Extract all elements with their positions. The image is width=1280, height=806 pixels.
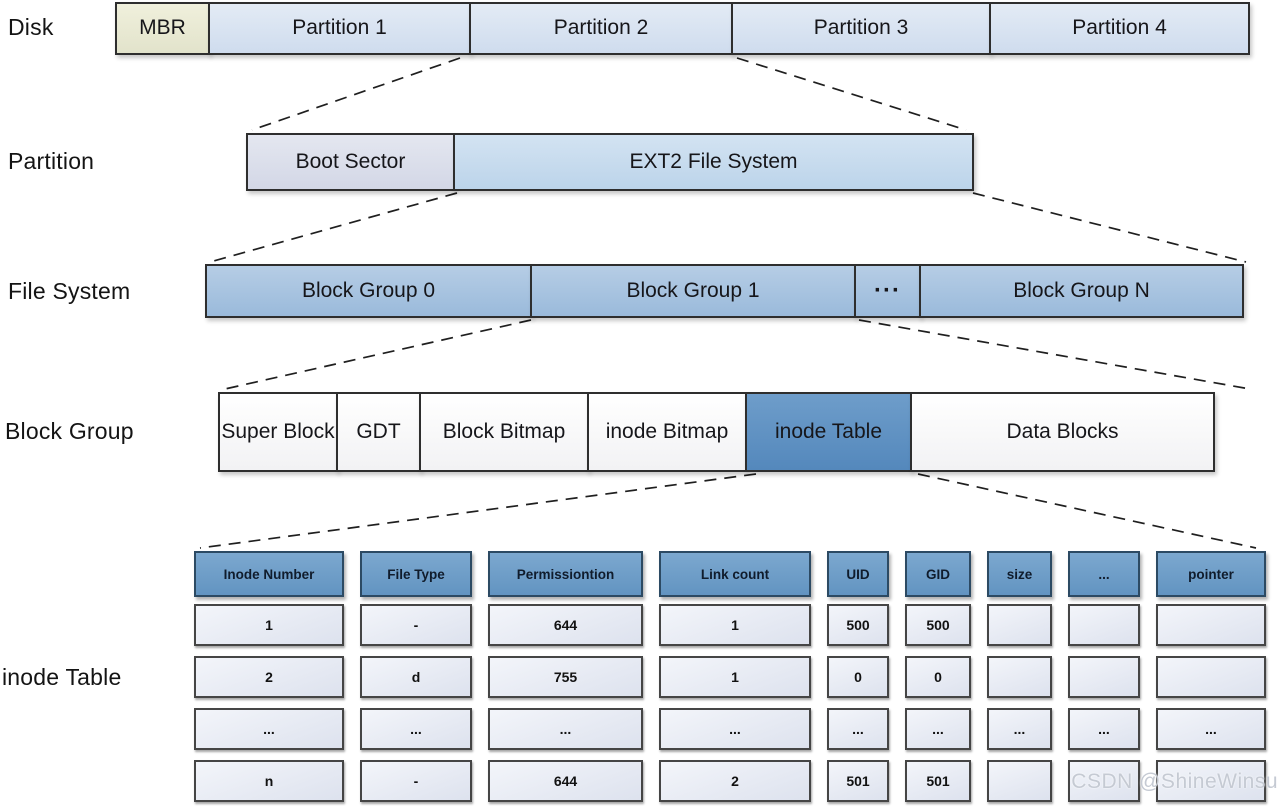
inode-table-cell — [1068, 656, 1140, 698]
filesystem-row-label: File System — [8, 278, 131, 304]
partition-4-box: Partition 4 — [989, 2, 1250, 55]
inode-table-cell: n — [194, 760, 344, 802]
inode-table-cell: 501 — [905, 760, 971, 802]
inode-table-cell: d — [360, 656, 472, 698]
inode-table-row: 2 d 755 1 0 0 — [194, 656, 1266, 698]
inode-table-cell — [1156, 760, 1266, 802]
inode-table-cell — [1156, 656, 1266, 698]
inode-table-header-cell: File Type — [360, 551, 472, 597]
disk-row: MBR Partition 1 Partition 2 Partition 3 … — [115, 2, 1250, 55]
inode-table-header-cell: pointer — [1156, 551, 1266, 597]
inode-table-header-cell: ... — [1068, 551, 1140, 597]
inode-table-header-cell: GID — [905, 551, 971, 597]
boot-sector-box: Boot Sector — [246, 133, 455, 191]
inode-table-cell: 644 — [488, 604, 643, 646]
inode-table-cell: 500 — [827, 604, 889, 646]
inode-table-row: n - 644 2 501 501 — [194, 760, 1266, 802]
inode-table-cell: ... — [194, 708, 344, 750]
partition-3-box: Partition 3 — [731, 2, 991, 55]
disk-row-label: Disk — [8, 14, 54, 40]
inode-table-cell: - — [360, 604, 472, 646]
inode-table-row: ... ... ... ... ... ... ... ... ... — [194, 708, 1266, 750]
inode-table-cell — [987, 656, 1052, 698]
inode-table-cell: ... — [1156, 708, 1266, 750]
gdt-box: GDT — [336, 392, 421, 472]
inode-table-cell: 500 — [905, 604, 971, 646]
block-bitmap-box: Block Bitmap — [419, 392, 589, 472]
inode-table-cell: 644 — [488, 760, 643, 802]
block-group-0-box: Block Group 0 — [205, 264, 532, 318]
filesystem-row: Block Group 0 Block Group 1 ··· Block Gr… — [205, 264, 1244, 318]
inode-table-cell: 1 — [659, 604, 811, 646]
super-block-box: Super Block — [218, 392, 338, 472]
inode-table-cell: ... — [827, 708, 889, 750]
inode-table-cell: 501 — [827, 760, 889, 802]
inode-table-cell — [1068, 760, 1140, 802]
partition-2-box: Partition 2 — [469, 2, 733, 55]
partition-row: Boot Sector EXT2 File System — [246, 133, 974, 191]
inode-table-cell: ... — [987, 708, 1052, 750]
block-group-n-box: Block Group N — [919, 264, 1244, 318]
inode-table-cell: 0 — [905, 656, 971, 698]
inode-table-cell — [1068, 604, 1140, 646]
blockgroup-row: Super Block GDT Block Bitmap inode Bitma… — [218, 392, 1215, 472]
inode-table-cell: ... — [659, 708, 811, 750]
inodetable-row-label: inode Table — [2, 664, 122, 690]
inode-table-cell: ... — [488, 708, 643, 750]
inode-table-cell: 755 — [488, 656, 643, 698]
inode-table-cell: 2 — [194, 656, 344, 698]
inode-table-header-row: Inode Number File Type Permissiontion Li… — [194, 551, 1266, 597]
inode-table-cell: ... — [1068, 708, 1140, 750]
inode-table-cell: 1 — [194, 604, 344, 646]
inode-table-header-cell: size — [987, 551, 1052, 597]
inode-table-cell: 1 — [659, 656, 811, 698]
block-group-1-box: Block Group 1 — [530, 264, 856, 318]
inode-table-cell — [1156, 604, 1266, 646]
inode-table-cell: 2 — [659, 760, 811, 802]
block-group-ellipsis-box: ··· — [854, 264, 921, 318]
partition-1-box: Partition 1 — [208, 2, 471, 55]
inode-table-header-cell: Permissiontion — [488, 551, 643, 597]
inode-table-header-cell: Link count — [659, 551, 811, 597]
inode-table-header-cell: UID — [827, 551, 889, 597]
inode-table-cell — [987, 604, 1052, 646]
inode-table-box: inode Table — [745, 392, 912, 472]
inode-table-cell: 0 — [827, 656, 889, 698]
mbr-box: MBR — [115, 2, 210, 55]
inode-table-cell: ... — [360, 708, 472, 750]
inode-table-cell — [987, 760, 1052, 802]
ext2-filesystem-box: EXT2 File System — [453, 133, 974, 191]
data-blocks-box: Data Blocks — [910, 392, 1215, 472]
blockgroup-row-label: Block Group — [5, 418, 134, 444]
inode-table-cell: ... — [905, 708, 971, 750]
inode-bitmap-box: inode Bitmap — [587, 392, 747, 472]
inode-table: Inode Number File Type Permissiontion Li… — [194, 551, 1266, 806]
partition-row-label: Partition — [8, 148, 95, 174]
watermark: CSDN @ShineWinsu — [1071, 770, 1278, 793]
inode-table-header-cell: Inode Number — [194, 551, 344, 597]
inode-table-cell: - — [360, 760, 472, 802]
inode-table-row: 1 - 644 1 500 500 — [194, 604, 1266, 646]
